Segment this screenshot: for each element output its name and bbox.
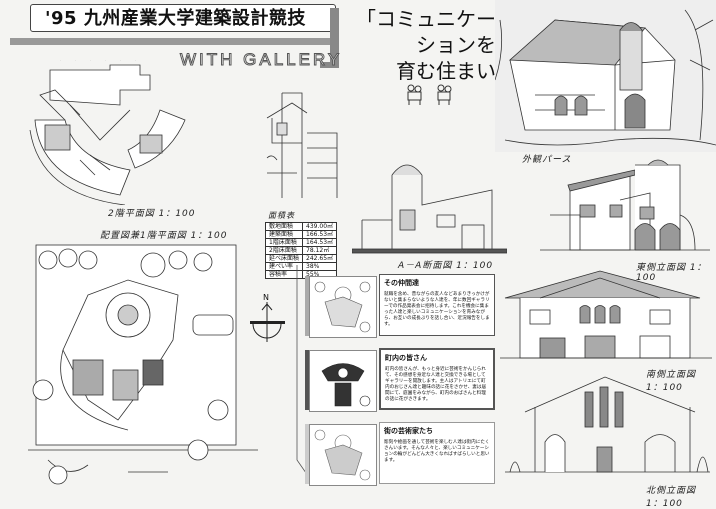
area-label: 1階床面積 [264,238,304,247]
second-floor-plan-drawing [29,60,186,205]
north-label: N [263,293,269,302]
area-value: 78.12㎡ [302,246,338,255]
panel-title: 街の芸術家たち [384,427,433,435]
area-label: 敷地面積 [264,222,304,231]
area-label: 2階床面積 [264,246,304,255]
area-value: 164.53㎡ [302,238,338,247]
panel-sidebar [305,424,309,484]
catchphrase-line: ションを [416,33,496,57]
panel-sidebar [305,350,309,410]
area-value: 439.00㎡ [302,222,338,231]
panel-text-box: 町内の皆さん 町内の皆さんが、もっと身近に芸術をかんじられて、その感想を身近な人… [379,348,495,410]
area-label: 建築面積 [264,230,304,239]
catchphrase-line: 育む住まい [396,59,496,83]
area-table-title: 面積表 [268,211,295,220]
panel-title: その仲間達 [384,279,419,287]
east-elevation-caption: 東側立面図 1：100 [636,263,707,283]
section-aa-drawing [352,164,507,254]
story-panel-neighbors: 町内の皆さん 町内の皆さんが、もっと身近に芸術をかんじられて、その感想を身近な人… [305,346,498,414]
area-label: 容積率 [264,270,304,279]
south-elevation-drawing [500,270,712,359]
panel-title: 町内の皆さん [385,354,427,362]
panel-text-box: 街の芸術家たち 彫刻や絵画を通して芸術を楽しむ人達は街内にたくさんいます。そんな… [379,422,495,484]
panel-body: 彫刻や絵画を通して芸術を楽しむ人達は街内にたくさんいます。そんな人々と、楽しいコ… [384,440,490,463]
story-panel-friends: その仲間達 就職を含め、昔ながらの友人などあまりきっかけがないと集まらないような… [305,272,498,340]
perspective-caption: 外観パース [522,155,572,165]
detail-section-drawing [266,92,338,198]
site-plan-drawing [28,244,258,485]
gallery-subtitle: WITH GALLERY [179,50,343,70]
panel-thumbnail-plan [309,276,377,338]
area-value: 166.53㎡ [302,230,338,239]
plan-2f-caption: 2階平面図 1：100 [108,209,196,219]
panel-text-box: その仲間達 就職を含め、昔ながらの友人などあまりきっかけがないと集まらないような… [379,274,495,336]
title-bracket [330,8,339,68]
north-elevation-caption: 北側立面図 1：100 [646,486,697,509]
title-underline [10,38,338,45]
catchphrase: 「コミュニケー ションを 育む住まい [344,6,496,84]
people-icon [407,84,452,105]
site-plan-caption: 配置図兼1階平面図 1：100 [100,231,228,241]
east-elevation-drawing [540,159,710,251]
exterior-perspective-drawing [495,0,716,152]
story-panel-artists: 街の芸術家たち 彫刻や絵画を通して芸術を楽しむ人達は街内にたくさんいます。そんな… [305,420,498,488]
catchphrase-line: 「コミュニケー [356,7,496,31]
north-elevation-drawing [505,376,710,473]
panel-thumbnail-plan [309,424,377,486]
panel-sidebar [305,276,309,336]
section-caption: A－A断面図 1：100 [398,261,494,271]
title-bracket-foot [320,62,339,68]
panel-body: 就職を含め、昔ながらの友人などあまりきっかけがないと集まらないような人達を、年に… [384,292,490,327]
board-title: '95 九州産業大学建築設計競技 [30,4,336,32]
panel-thumbnail-plan [309,350,377,412]
area-value: 242.65㎡ [302,254,338,263]
south-elevation-caption: 南側立面図 1：100 [646,370,697,393]
area-label: 延べ床面積 [264,254,304,263]
north-arrow-icon [250,302,285,342]
panel-body: 町内の皆さんが、もっと身近に芸術をかんじられて、その感想を身近な人達と交換できる… [385,367,487,402]
